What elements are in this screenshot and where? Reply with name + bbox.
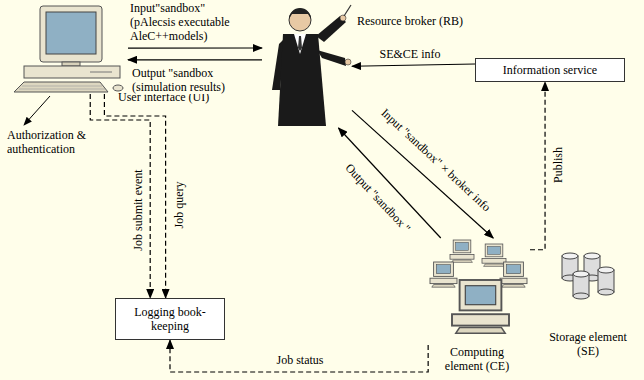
monitor-stand (62, 62, 80, 66)
process-box: Logging book-keeping (115, 298, 225, 340)
connector-arrow (128, 59, 262, 60)
node-label: Storage element (SE) (548, 330, 628, 358)
node-label: Information service (503, 63, 597, 77)
broker-suit (278, 34, 326, 126)
broker-arm (317, 50, 346, 66)
note-label: Authorization & authentication (5, 128, 109, 156)
node-label: Resource broker (RB) (357, 14, 447, 28)
baton (344, 5, 351, 16)
edge-label: Input"sandbox" (pAlecsis executable AleC… (128, 1, 252, 43)
broker-hand (345, 59, 351, 65)
process-box: Information service (475, 58, 625, 82)
resource-broker: Resource broker (RB) (262, 2, 352, 128)
connector-arrow (104, 94, 165, 298)
drive-slot (90, 72, 112, 73)
user-interface: User interface (UI) (10, 4, 128, 94)
connector-arrow (352, 64, 475, 66)
connector-arrow (128, 47, 262, 48)
broker-tie (298, 36, 302, 51)
node-label: Computing element (CE) (432, 345, 522, 373)
edge-label: Job query (172, 180, 186, 231)
computer-icon (452, 280, 509, 333)
connector-arrow (530, 82, 545, 250)
computer-icon (482, 244, 506, 266)
broker-hand (340, 15, 346, 21)
screen (46, 12, 96, 54)
key-row (19, 89, 105, 90)
edge-label: SE&CE info (377, 47, 442, 61)
storage-cylinder (573, 271, 589, 299)
computer-icon (500, 262, 527, 287)
edge-label: Job submit event (131, 167, 145, 252)
system-unit (24, 66, 120, 78)
key-row (22, 86, 102, 87)
broker-head (289, 9, 311, 31)
edge-label: Input "sandbox" × broker info (377, 104, 495, 216)
broker-arm (316, 16, 346, 42)
broker-hair (289, 8, 311, 19)
computing-element: Computing element (CE) (425, 238, 530, 345)
storage-cylinder (598, 267, 614, 295)
leader-arrow (24, 96, 50, 125)
keyboard (14, 82, 108, 92)
connector-arrow (90, 94, 150, 298)
monitor (40, 6, 102, 62)
computer-icon (450, 240, 474, 262)
node-label: Logging book-keeping (122, 305, 218, 333)
computer-icon (430, 262, 457, 287)
broker-shirt (294, 34, 306, 54)
edge-label: Output "sandbox (simulation results) (130, 66, 246, 94)
edge-label: Job status (274, 353, 325, 367)
connector-arrow (170, 340, 428, 372)
edge-label: Publish (551, 145, 565, 185)
storage-element: Storage element (SE) (560, 250, 615, 300)
